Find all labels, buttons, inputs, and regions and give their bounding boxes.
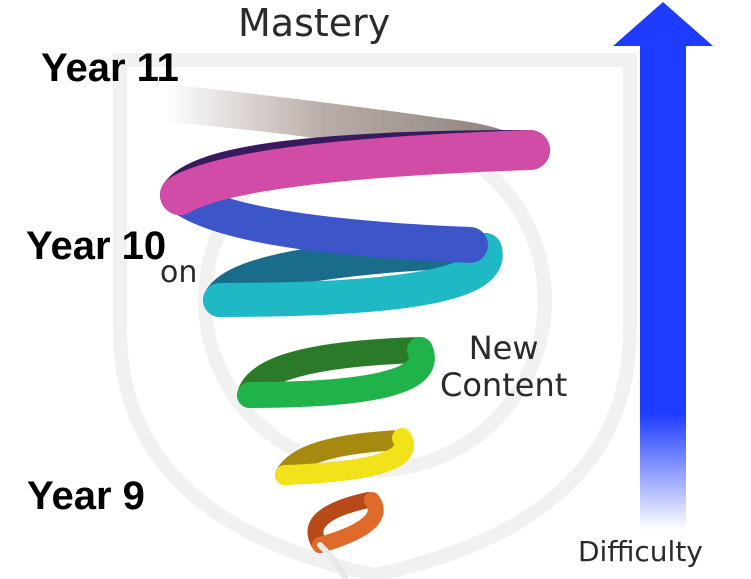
new-content-label: New Content <box>440 330 567 404</box>
year-9-label: Year 9 <box>27 476 145 516</box>
year-11-label: Year 11 <box>41 48 179 88</box>
mastery-label: Mastery <box>238 4 390 42</box>
difficulty-label: Difficulty <box>578 538 703 566</box>
partial-on-label: on <box>160 258 197 288</box>
year-10-label: Year 10 <box>26 226 166 266</box>
